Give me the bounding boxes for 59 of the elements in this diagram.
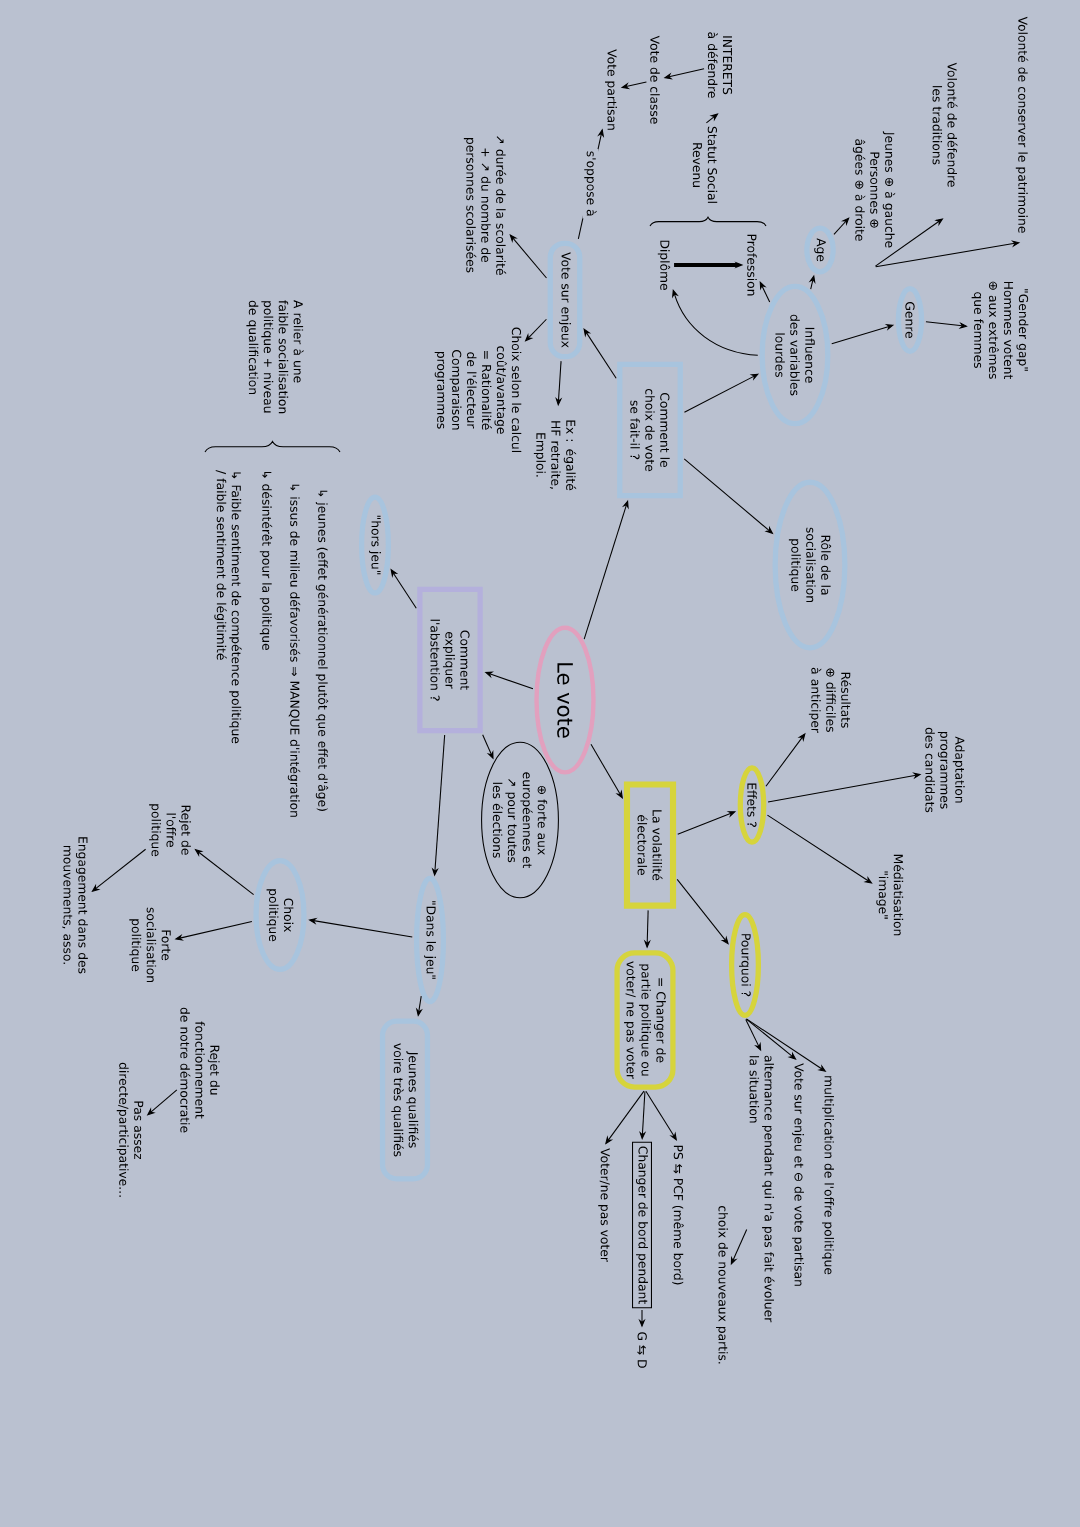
note-text: Vote de classe bbox=[650, 35, 660, 124]
note-text: G ⇆ D bbox=[637, 1332, 647, 1368]
note-text: Forte socialisation politique bbox=[129, 907, 171, 982]
note-text: INTERETS à défendre bbox=[707, 32, 733, 98]
note-text: Résultats ⊕ difficiles à anticiper bbox=[808, 667, 852, 733]
arrow bbox=[759, 281, 771, 303]
arrow bbox=[639, 1090, 647, 1140]
concept-bubble: Effets ? bbox=[737, 765, 767, 845]
concept-bubble: Genre bbox=[895, 286, 925, 354]
concept-bubble: Vote sur enjeux bbox=[547, 240, 583, 360]
note-text: Vote partisan bbox=[605, 49, 617, 130]
note-text: Volonté de conserver le patrimoine bbox=[1015, 16, 1029, 233]
note-text: A relier à une faible socialisation politique + niveau de qualification bbox=[246, 300, 304, 414]
concept-bubble: Jeunes qualifiés voire très qualifiés bbox=[379, 1018, 431, 1182]
note-text: "Gender gap" Hommes votent ⊕ aux extrêmes que femmes bbox=[971, 281, 1029, 379]
note-text: Pas assez directe/participative... bbox=[116, 1062, 144, 1197]
note-text: Rejet du fonctionnement de notre démocratie bbox=[180, 1007, 220, 1133]
note-text: choix de nouveaux partis. bbox=[716, 1206, 728, 1364]
note-text: Statut Social Revenu bbox=[692, 126, 718, 203]
note-text: Profession bbox=[747, 234, 757, 296]
boxed-text: Changer de bord pendant bbox=[632, 1141, 652, 1309]
note-text: Diplôme bbox=[657, 240, 671, 290]
note-oval: ⊕ forte aux européennes et ↗ pour toutes les élections bbox=[481, 741, 559, 899]
note-text: Jeunes ⊕ à gauche Personnes ⊕ âgées ⊕ à droite bbox=[852, 131, 896, 248]
note-text: Ex : égalité HF retraite, Emploi. bbox=[533, 420, 577, 491]
note-text: multiplication de l'offre politique bbox=[822, 1076, 834, 1275]
arrow bbox=[766, 814, 873, 884]
note-text: Engagement dans des mouvements, asso. bbox=[62, 837, 88, 974]
concept-bubble: Pourquoi ? bbox=[728, 912, 762, 1018]
list-item: ↳ issus de milieu défavorisés ⇒ MANQUE d'intégration bbox=[287, 484, 301, 817]
concept-bubble: Influence des variables lourdes bbox=[759, 283, 831, 427]
note-text: Voter/ne pas voter bbox=[598, 1148, 610, 1262]
question-box: La volatilité électorale bbox=[623, 781, 677, 909]
arrow bbox=[745, 1018, 797, 1060]
concept-bubble: Age bbox=[804, 225, 836, 275]
note-text: Volonté de défendre les traditions bbox=[932, 62, 958, 187]
arrow bbox=[583, 328, 617, 379]
concept-bubble: Rôle de la socialisation politique bbox=[772, 479, 848, 651]
list-item: ↳ jeunes (effet générationnel plutôt que effet d'âge) bbox=[315, 490, 329, 811]
question-box: Comment le choix de vote se fait-il ? bbox=[617, 361, 683, 499]
arrow bbox=[590, 743, 623, 799]
note-text: alternance pendant qui n'a pas fait évoluer la situation bbox=[749, 1055, 775, 1323]
note-text: Médiatisation "image" bbox=[876, 854, 904, 936]
note-text: PS ⇆ PCF (même bord) bbox=[672, 1145, 684, 1285]
concept-bubble: = Changer de partie politique ou voter/ ne pas voter bbox=[614, 950, 676, 1090]
concept-bubble: "hors jeu" bbox=[358, 494, 392, 596]
arrow bbox=[676, 878, 729, 945]
question-box: Comment expliquer l'abstention ? bbox=[417, 586, 483, 734]
arrow bbox=[833, 217, 850, 235]
arrow bbox=[705, 113, 719, 124]
list-item: ↳ Faible sentiment de compétence politique / faible sentiment de légitimité bbox=[214, 470, 242, 744]
note-text: Adaptation programmes des candidats bbox=[925, 727, 965, 813]
note-text: Rejet de l'offre politique bbox=[149, 804, 191, 857]
note-text: ↗ durée de la scolarité + ↗ du nombre de personnes scolarisées bbox=[463, 136, 507, 275]
concept-bubble: "Dans le jeu" bbox=[413, 875, 447, 1005]
note-text: Choix selon le calcul coût/avantage = Rationalité de l'électeur Comparaison programmes bbox=[434, 327, 522, 452]
note-text: Vote sur enjeu et ⊖ de vote partisan bbox=[792, 1063, 804, 1286]
concept-bubble: Choix politique bbox=[253, 857, 307, 973]
list-item: ↳ désintérêt pour la politique bbox=[259, 471, 273, 650]
